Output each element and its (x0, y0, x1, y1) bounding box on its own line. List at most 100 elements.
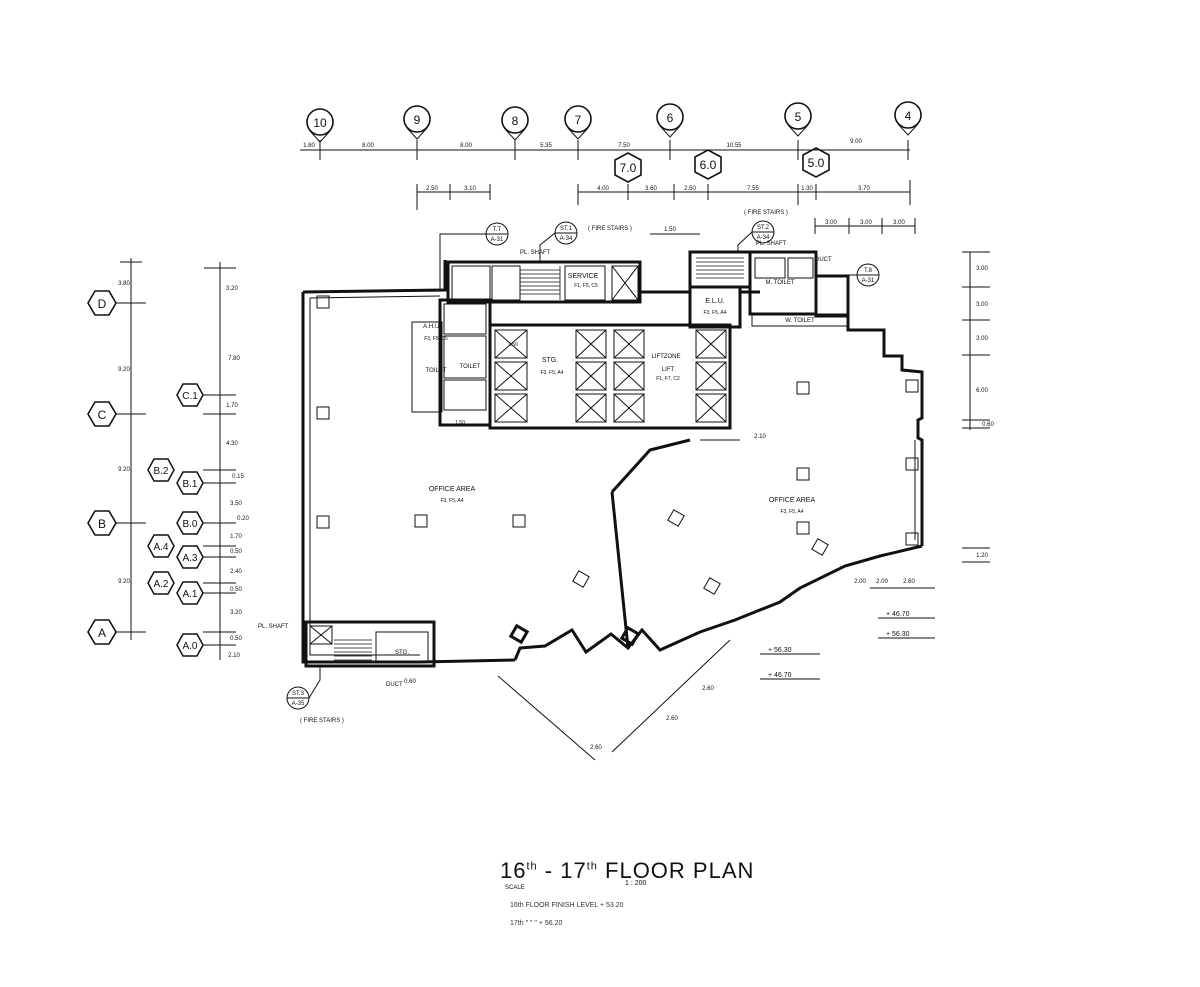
svg-text:9.20: 9.20 (118, 579, 130, 585)
tag-t8[interactable]: T.8 A-31 (820, 263, 880, 287)
svg-text:2.00: 2.00 (876, 579, 888, 585)
svg-text:2.60: 2.60 (590, 745, 602, 751)
column-bubble-6[interactable]: 6 (656, 103, 684, 138)
structural-columns (316, 295, 919, 647)
dim-1-50-b: 1.50 (455, 420, 465, 426)
stg-code: F3, F5, A4 (540, 370, 563, 376)
title-dash: - (537, 858, 561, 883)
row-bubble-A1[interactable]: A.1 (176, 581, 204, 605)
svg-text:9.20: 9.20 (118, 467, 130, 473)
svg-text:3.00: 3.00 (976, 302, 988, 308)
svg-text:1.20: 1.20 (976, 553, 988, 559)
elu-code: F3, F5, A4 (703, 310, 726, 316)
interior-partitions (610, 438, 740, 649)
svg-text:A-35: A-35 (292, 701, 305, 707)
svg-text:3.60: 3.60 (645, 186, 657, 192)
svg-text:A.0: A.0 (182, 641, 197, 652)
row-bubble-A4[interactable]: A.4 (147, 534, 175, 558)
svg-text:2.50: 2.50 (684, 186, 696, 192)
m-toilet-label: M. TOILET (765, 280, 794, 286)
column-bubble-4[interactable]: 4 (894, 101, 922, 136)
level-note-16: 16th FLOOR FINISH LEVEL + 53.20 (510, 902, 624, 909)
fire-stairs-3-treads (334, 639, 372, 661)
fire-stairs-label-right: ( FIRE STAIRS ) (744, 210, 788, 216)
svg-text:7.50: 7.50 (618, 143, 630, 149)
svg-text:3.10: 3.10 (464, 186, 476, 192)
svg-text:2.60: 2.60 (702, 686, 714, 692)
svg-text:2.00: 2.00 (854, 579, 866, 585)
svg-text:9: 9 (414, 113, 421, 127)
svg-text:3.80: 3.80 (118, 281, 130, 287)
row-bubble-C[interactable]: C (87, 401, 117, 427)
svg-text:3.00: 3.00 (976, 336, 988, 342)
row-bubble-B[interactable]: B (87, 510, 117, 536)
left-dimension-lines: 3.80 9.20 9.20 9.20 3.20 7.80 1.70 4.30 … (116, 258, 249, 660)
column-bubble-7[interactable]: 7 (564, 105, 592, 140)
svg-text:9.00: 9.00 (850, 139, 862, 145)
svg-text:B: B (98, 517, 106, 531)
toilet-label: TOILET (460, 364, 481, 370)
lift-car-group-1 (494, 329, 528, 423)
lift-code: F1, F7, C2 (656, 376, 680, 382)
pl-shaft-label-right: PL. SHAFT (756, 241, 787, 247)
svg-text:D: D (98, 297, 107, 311)
svg-text:0.50: 0.50 (230, 549, 242, 555)
svg-text:1.80: 1.80 (303, 143, 315, 149)
svg-text:1.50: 1.50 (664, 227, 676, 233)
tag-tt[interactable]: T.T A-31 (439, 222, 509, 290)
svg-text:0.20: 0.20 (237, 516, 249, 522)
tag-st2[interactable]: ST.2 A-34 (737, 220, 775, 252)
title-sup-17: th (586, 860, 598, 873)
fire-stairs-label-bottom: ( FIRE STAIRS ) (300, 718, 344, 724)
svg-text:B.0: B.0 (182, 519, 197, 530)
svg-text:2.10: 2.10 (754, 434, 766, 440)
svg-text:3.50: 3.50 (230, 501, 242, 507)
column-grid-bubbles: 10 9 8 7 6 5 4 (306, 101, 922, 183)
office-area-left-code: F3, F5, A4 (440, 498, 463, 504)
ahu-label: A.H.U. (423, 324, 441, 330)
svg-text:7: 7 (575, 113, 582, 127)
row-bubble-A2[interactable]: A.2 (147, 571, 175, 595)
row-grid-bubbles: D C B A (87, 290, 117, 645)
column-bubble-9[interactable]: 9 (403, 105, 431, 140)
svg-text:3.00: 3.00 (860, 220, 872, 226)
column-bubble-6-0[interactable]: 6.0 (694, 149, 722, 180)
toilets-ahu-block: A.H.U. F3, F5, C5 TOILET TOILET 1.50 1.5… (411, 298, 518, 427)
tag-st3[interactable]: ST.3 A-35 (286, 666, 321, 710)
row-bubble-A3[interactable]: A.3 (176, 545, 204, 569)
row-bubble-B2[interactable]: B.2 (147, 458, 175, 482)
svg-text:3.70: 3.70 (858, 186, 870, 192)
column-bubble-7-0[interactable]: 7.0 (614, 152, 642, 183)
tag-st1[interactable]: ST.1 A-34 (539, 221, 578, 262)
column-bubble-10[interactable]: 10 (306, 108, 334, 143)
svg-text:C.1: C.1 (182, 391, 198, 402)
svg-text:ST.2: ST.2 (757, 225, 770, 231)
dim-1-50: 1.50 (508, 342, 518, 348)
lift-car-group-3 (695, 329, 727, 423)
svg-text:0.60: 0.60 (982, 422, 994, 428)
svg-text:3.00: 3.00 (893, 220, 905, 226)
svg-text:1.70: 1.70 (230, 534, 242, 540)
row-bubble-B0[interactable]: B.0 (176, 511, 204, 535)
column-bubble-5[interactable]: 5 (784, 102, 812, 137)
svg-text:5.35: 5.35 (540, 143, 552, 149)
row-bubble-D[interactable]: D (87, 290, 117, 316)
row-bubble-C1[interactable]: C.1 (176, 383, 204, 407)
scale-value: 1 : 200 (625, 880, 647, 887)
core-right-block: E.L.U. F3, F5, A4 M. TOILET W. TOILET PL… (688, 210, 850, 329)
office-area-left-label: OFFICE AREA (429, 486, 476, 493)
svg-text:10.55: 10.55 (726, 143, 742, 149)
top-dimension-lines: 1.80 8.00 8.00 5.35 7.50 10.55 9.00 2.50… (300, 139, 916, 235)
svg-text:7.0: 7.0 (620, 161, 637, 175)
row-bubble-A[interactable]: A (87, 619, 117, 645)
svg-text:A.2: A.2 (153, 579, 168, 590)
svg-text:4.30: 4.30 (226, 441, 238, 447)
office-area-labels: OFFICE AREA F3, F5, A4 OFFICE AREA F3, F… (429, 486, 816, 515)
duct-label-bottom: DUCT (386, 682, 403, 688)
svg-text:A.3: A.3 (182, 553, 197, 564)
row-bubble-A0[interactable]: A.0 (176, 633, 204, 657)
column-bubble-5-0[interactable]: 5.0 (802, 147, 830, 178)
row-bubble-B1[interactable]: B.1 (176, 471, 204, 495)
column-bubble-8[interactable]: 8 (501, 106, 529, 141)
elu-label: E.L.U. (705, 298, 725, 305)
